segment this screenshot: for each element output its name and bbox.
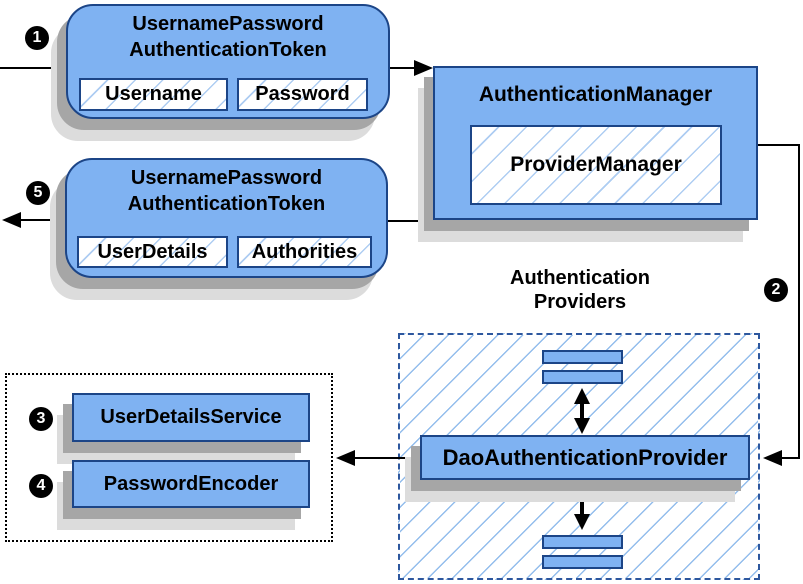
provider-manager-box: ProviderManager (470, 125, 722, 205)
bottom-provider-bar-2 (542, 555, 623, 569)
username-field-box: Username (79, 78, 228, 111)
result-token-title-line2: AuthenticationToken (127, 193, 326, 215)
bottom-provider-bar-1 (542, 535, 623, 549)
password-encoder-box: PasswordEncoder (72, 460, 310, 508)
step-badge-3: 3 (29, 407, 53, 431)
authentication-manager-title: AuthenticationManager (478, 83, 713, 106)
result-token-title: UsernamePassword AuthenticationToken (67, 160, 386, 217)
request-token-title-line1: UsernamePassword (132, 13, 324, 35)
providers-title-line1: Authentication (510, 267, 650, 289)
top-provider-bar-2 (542, 370, 623, 384)
step-badge-1: 1 (25, 26, 49, 50)
providers-title-line2: Providers (533, 291, 627, 313)
user-details-service-box: UserDetailsService (72, 393, 310, 442)
dao-authentication-provider-box: DaoAuthenticationProvider (420, 435, 750, 480)
top-provider-bar-1 (542, 350, 623, 364)
step-badge-5: 5 (26, 181, 50, 205)
request-token-title-line2: AuthenticationToken (129, 39, 327, 61)
authorities-field-box: Authorities (237, 236, 372, 268)
result-token-title-line1: UsernamePassword (130, 167, 323, 189)
step-badge-4: 4 (29, 474, 53, 498)
password-field-box: Password (237, 78, 368, 111)
collaborators-dotted-region (5, 373, 333, 542)
step-badge-2: 2 (764, 278, 788, 302)
arrow-step5-result (2, 212, 65, 228)
arrow-step2-delegate (758, 144, 800, 466)
request-token-title: UsernamePassword AuthenticationToken (68, 6, 388, 63)
request-token-box: UsernamePassword AuthenticationToken (66, 4, 390, 119)
providers-title: Authentication Providers (430, 266, 730, 314)
userdetails-field-box: UserDetails (77, 236, 228, 268)
